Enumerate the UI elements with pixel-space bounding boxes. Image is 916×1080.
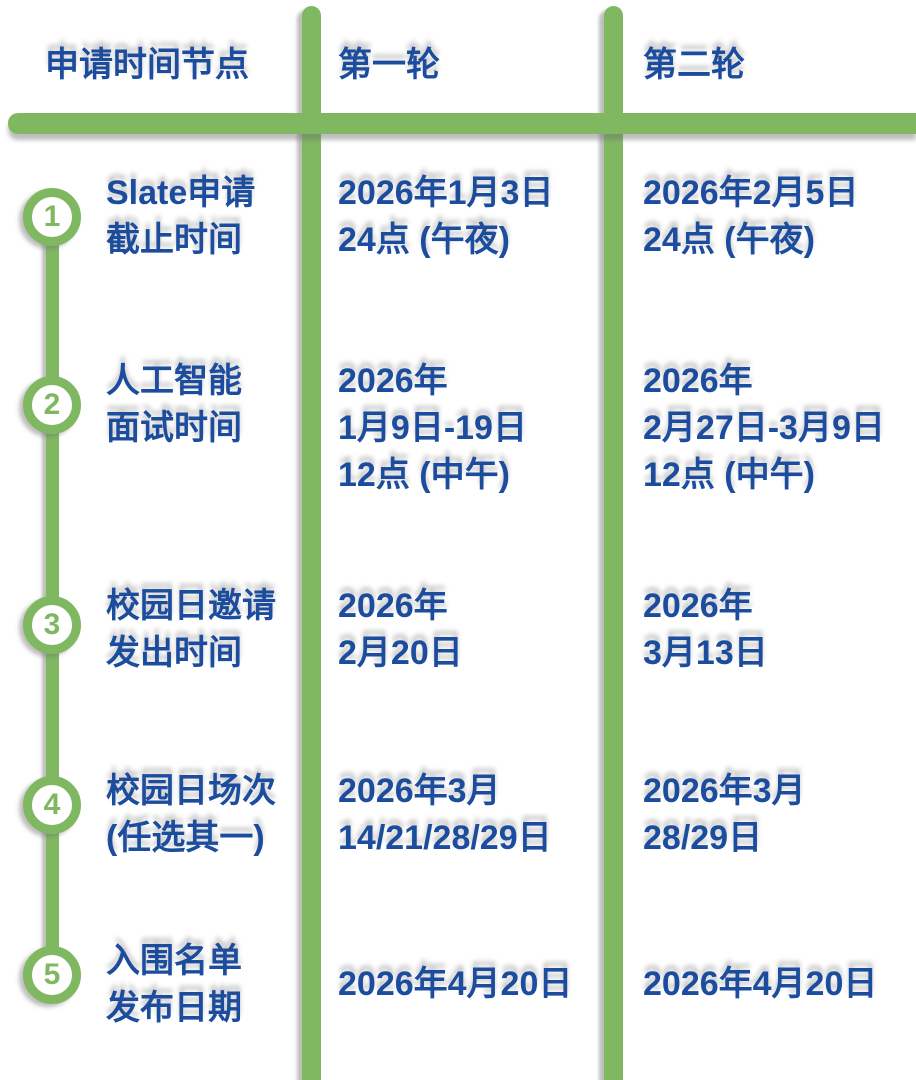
step-circle-3: 3 — [23, 596, 81, 654]
step-number-5: 5 — [43, 958, 61, 991]
step-circle-2: 2 — [23, 376, 81, 434]
header-divider-line — [8, 113, 916, 134]
row4-round1-value: 2026年3月 14/21/28/29日 — [338, 772, 552, 857]
row5-label: 入围名单 发布日期 — [106, 942, 242, 1027]
step-number-4: 4 — [43, 788, 61, 821]
row4-label: 校园日场次 (任选其一) — [106, 772, 276, 857]
column-divider-1 — [302, 6, 321, 1080]
row3-round2-value: 2026年 3月13日 — [643, 587, 768, 672]
row4-round2-value: 2026年3月 28/29日 — [643, 772, 806, 857]
row1-round2-value: 2026年2月5日 24点 (午夜) — [643, 174, 859, 259]
row5-round1-value: 2026年4月20日 — [338, 965, 573, 1003]
header-timeline-label: 申请时间节点 — [45, 46, 249, 84]
row2-label: 人工智能 面试时间 — [106, 362, 242, 447]
header-round1-label: 第一轮 — [338, 46, 440, 84]
step-number-1: 1 — [43, 200, 61, 233]
step-number-3: 3 — [43, 608, 61, 641]
row2-round2-value: 2026年 2月27日-3月9日 12点 (中午) — [643, 362, 885, 494]
step-circle-5: 5 — [23, 946, 81, 1004]
step-circle-4: 4 — [23, 776, 81, 834]
row5-round2-value: 2026年4月20日 — [643, 965, 878, 1003]
row1-round1-value: 2026年1月3日 24点 (午夜) — [338, 174, 554, 259]
row1-label: Slate申请 截止时间 — [106, 174, 256, 259]
row2-round1-value: 2026年 1月9日-19日 12点 (中午) — [338, 362, 527, 494]
row3-round1-value: 2026年 2月20日 — [338, 587, 463, 672]
column-divider-2 — [604, 6, 623, 1080]
step-circle-1: 1 — [23, 188, 81, 246]
header-round2-label: 第二轮 — [643, 46, 745, 84]
row3-label: 校园日邀请 发出时间 — [106, 587, 276, 672]
step-number-2: 2 — [43, 388, 61, 421]
